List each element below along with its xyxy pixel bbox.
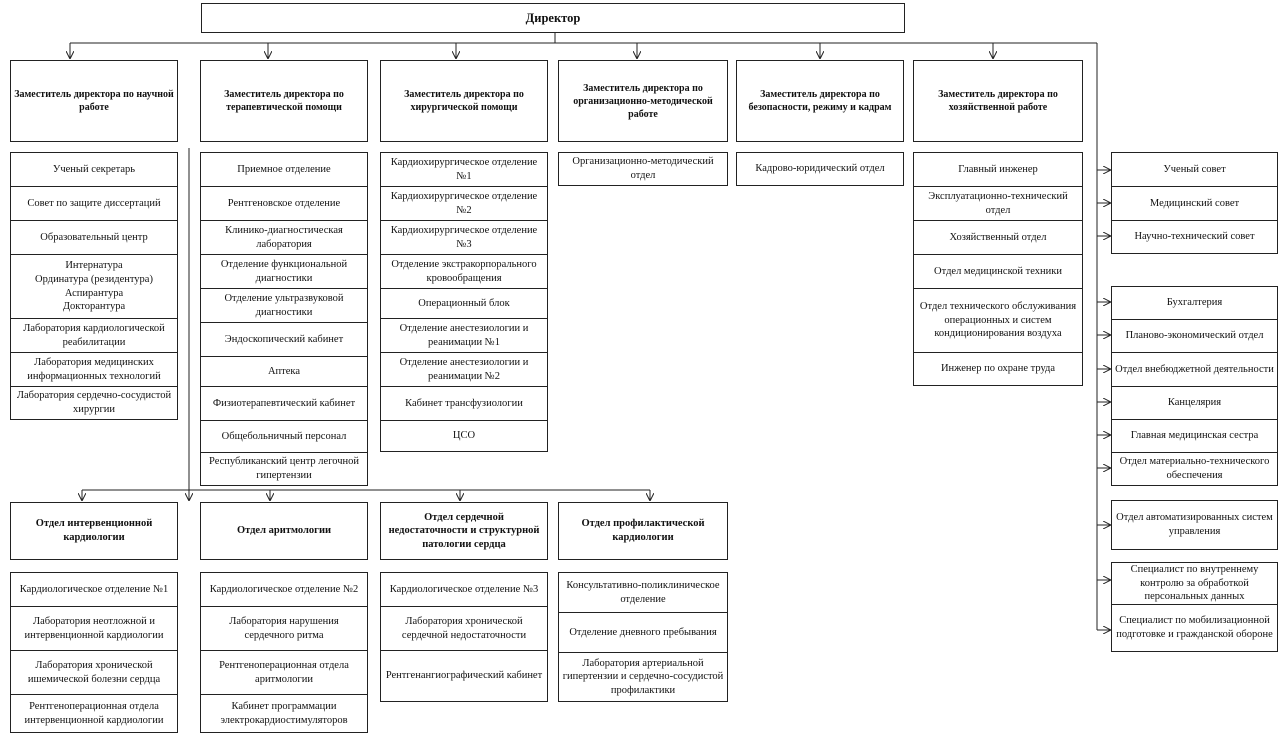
unit-rhythm-disorder-lab: Лаборатория нарушения сердечного ритма [200, 606, 368, 650]
unit-hypertension-prevention-lab: Лаборатория артериальной гипертензии и с… [558, 652, 728, 702]
unit-postgraduate: Интернатура Ординатура (резидентура) Асп… [10, 254, 178, 318]
council-scientific-technical: Научно-технический совет [1111, 220, 1278, 254]
dept-head-preventive: Отдел профилактической кардиологии [558, 502, 728, 560]
unit-extracorporeal: Отделение экстракорпорального кровообращ… [380, 254, 548, 288]
unit-endoscopy: Эндоскопический кабинет [200, 322, 368, 356]
unit-pacemaker-programming: Кабинет программации электрокардиостимул… [200, 694, 368, 733]
dept-head-heart-failure: Отдел сердечной недостаточности и структ… [380, 502, 548, 560]
unit-cardiology-3: Кардиологическое отделение №3 [380, 572, 548, 606]
admin-extrabudgetary: Отдел внебюджетной деятельности [1111, 352, 1278, 386]
unit-pulmonary-hypertension-center: Республиканский центр легочной гипертенз… [200, 452, 368, 486]
admin-logistics: Отдел материально-технического обеспечен… [1111, 452, 1278, 486]
deputy-head-economy: Заместитель директора по хозяйственной р… [913, 60, 1083, 142]
unit-dissertation-council: Совет по защите диссертаций [10, 186, 178, 220]
unit-cardiosurgery-3: Кардиохирургическое отделение №3 [380, 220, 548, 254]
admin-mobilization-defense: Специалист по мобилизационной подготовке… [1111, 604, 1278, 652]
dept-head-interventional: Отдел интервенционной кардиологии [10, 502, 178, 560]
unit-xray: Рентгеновское отделение [200, 186, 368, 220]
unit-physiotherapy: Физиотерапевтический кабинет [200, 386, 368, 420]
admin-automation-systems: Отдел автоматизированных систем управлен… [1111, 500, 1278, 550]
unit-interventional-xray-room: Рентгеноперационная отдела интервенционн… [10, 694, 178, 733]
unit-hr-legal: Кадрово-юридический отдел [736, 152, 904, 186]
unit-org-method-dept: Организационно-методический отдел [558, 152, 728, 186]
deputy-head-surgery: Заместитель директора по хирургической п… [380, 60, 548, 142]
unit-functional-diagnostics: Отделение функциональной диагностики [200, 254, 368, 288]
unit-admission: Приемное отделение [200, 152, 368, 186]
admin-head-nurse: Главная медицинская сестра [1111, 419, 1278, 452]
unit-cardiosurgery-2: Кардиохирургическое отделение №2 [380, 186, 548, 220]
deputy-head-science: Заместитель директора по научной работе [10, 60, 178, 142]
deputy-head-methodology: Заместитель директора по организационно-… [558, 60, 728, 142]
unit-day-stay: Отделение дневного пребывания [558, 612, 728, 652]
council-medical: Медицинский совет [1111, 186, 1278, 220]
unit-chronic-heart-failure-lab: Лаборатория хронической сердечной недост… [380, 606, 548, 650]
unit-cardiology-1: Кардиологическое отделение №1 [10, 572, 178, 606]
dept-head-arrhythmology: Отдел аритмологии [200, 502, 368, 560]
unit-household: Хозяйственный отдел [913, 220, 1083, 254]
unit-general-staff: Общебольничный персонал [200, 420, 368, 452]
unit-scientific-secretary: Ученый секретарь [10, 152, 178, 186]
unit-cardio-rehab-lab: Лаборатория кардиологической реабилитаци… [10, 318, 178, 352]
deputy-head-security: Заместитель директора по безопасности, р… [736, 60, 904, 142]
admin-chancellery: Канцелярия [1111, 386, 1278, 419]
admin-accounting: Бухгалтерия [1111, 286, 1278, 319]
unit-ultrasound: Отделение ультразвуковой диагностики [200, 288, 368, 322]
unit-labor-safety: Инженер по охране труда [913, 352, 1083, 386]
unit-anesthesiology-2: Отделение анестезиологии и реанимации №2 [380, 352, 548, 386]
unit-transfusiology: Кабинет трансфузиологии [380, 386, 548, 420]
unit-anesthesiology-1: Отделение анестезиологии и реанимации №1 [380, 318, 548, 352]
unit-angiography-room: Рентгенангиографический кабинет [380, 650, 548, 702]
council-academic: Ученый совет [1111, 152, 1278, 186]
director-box: Директор [201, 3, 905, 33]
unit-pharmacy: Аптека [200, 356, 368, 386]
unit-operating-block: Операционный блок [380, 288, 548, 318]
unit-operation-technical: Эксплуатационно-технический отдел [913, 186, 1083, 220]
unit-med-it-lab: Лаборатория медицинских информационных т… [10, 352, 178, 386]
unit-emergency-interventional-lab: Лаборатория неотложной и интервенционной… [10, 606, 178, 650]
unit-outpatient-clinic: Консультативно-поликлиническое отделение [558, 572, 728, 612]
unit-chronic-ischemic-lab: Лаборатория хронической ишемической боле… [10, 650, 178, 694]
unit-cv-surgery-lab: Лаборатория сердечно-сосудистой хирургии [10, 386, 178, 420]
unit-chief-engineer: Главный инженер [913, 152, 1083, 186]
admin-planning-economic: Планово-экономический отдел [1111, 319, 1278, 352]
unit-arrhythmology-xray-room: Рентгеноперационная отдела аритмологии [200, 650, 368, 694]
unit-clinical-lab: Клинико-диагностическая лаборатория [200, 220, 368, 254]
unit-or-maintenance: Отдел технического обслуживания операцио… [913, 288, 1083, 352]
unit-cardiology-2: Кардиологическое отделение №2 [200, 572, 368, 606]
deputy-head-therapy: Заместитель директора по терапевтической… [200, 60, 368, 142]
unit-medical-equipment: Отдел медицинской техники [913, 254, 1083, 288]
admin-personal-data-control: Специалист по внутреннему контролю за об… [1111, 562, 1278, 604]
unit-cso: ЦСО [380, 420, 548, 452]
unit-education-center: Образовательный центр [10, 220, 178, 254]
unit-cardiosurgery-1: Кардиохирургическое отделение №1 [380, 152, 548, 186]
